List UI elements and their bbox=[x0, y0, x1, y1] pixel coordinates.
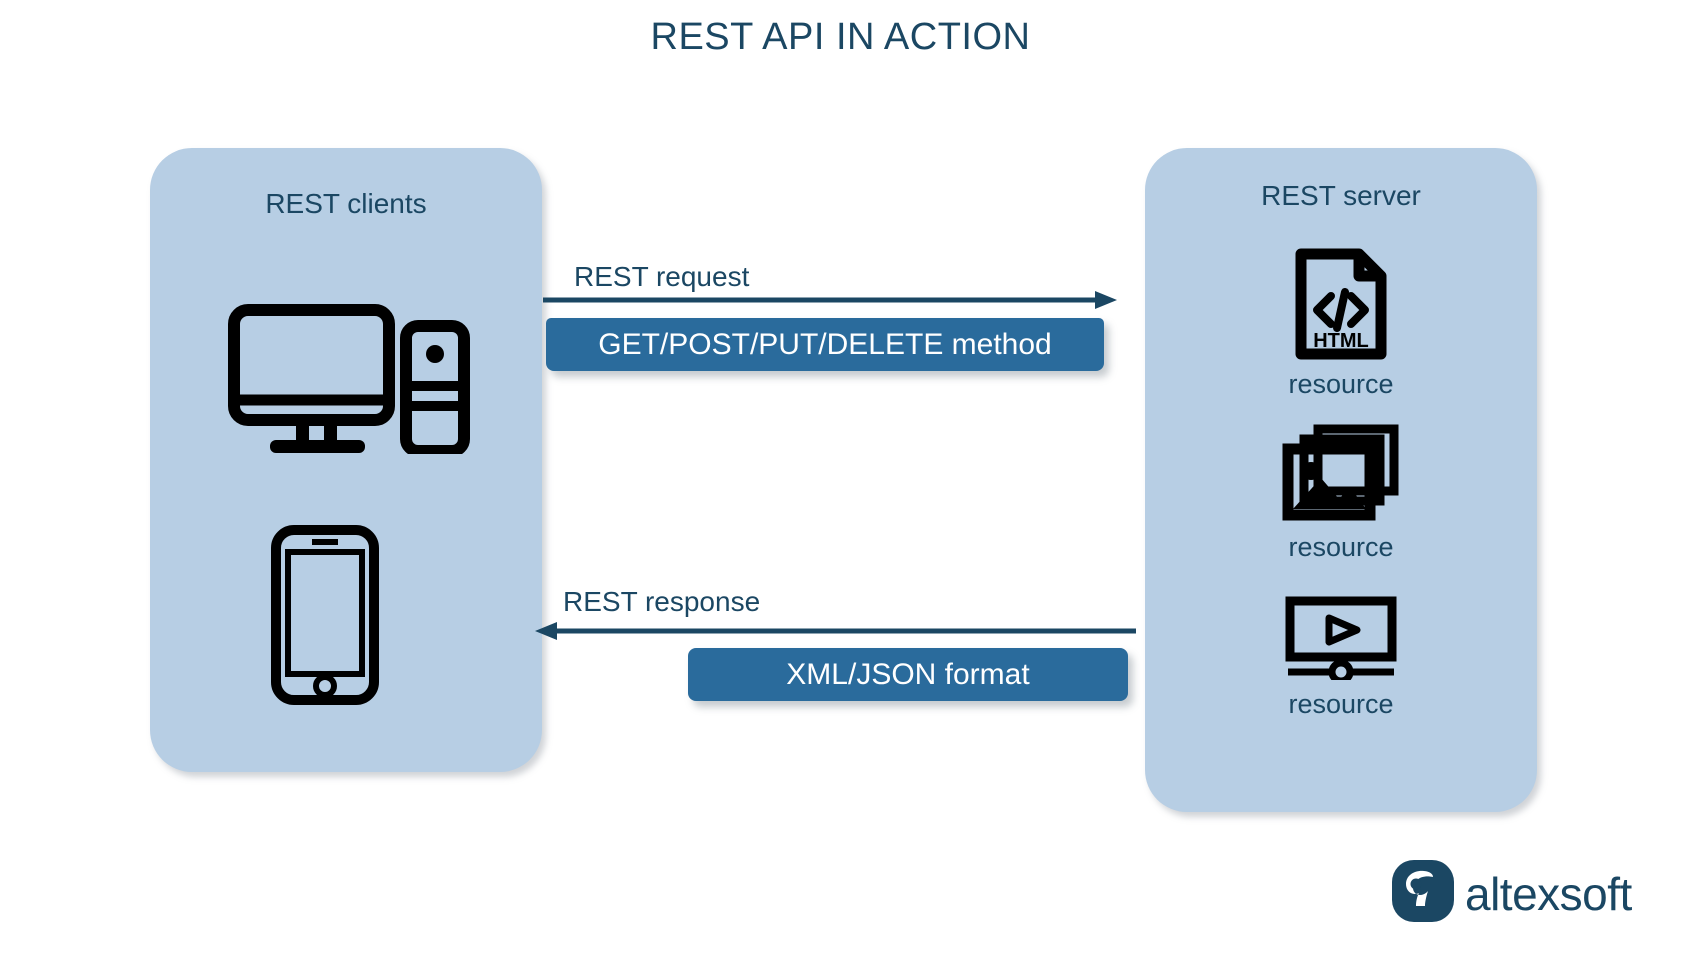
altexsoft-a-mark-icon bbox=[1392, 860, 1454, 927]
smartphone-icon bbox=[270, 525, 380, 705]
rest-response-format-box: XML/JSON format bbox=[688, 648, 1128, 701]
resource-item-image: resource bbox=[1145, 423, 1537, 563]
rest-response-arrow-icon bbox=[535, 622, 1136, 640]
rest-clients-title: REST clients bbox=[265, 188, 427, 219]
desktop-computer-icon bbox=[228, 304, 470, 457]
altexsoft-wordmark: altexsoft bbox=[1465, 867, 1632, 920]
resource-item-video: resource bbox=[1145, 596, 1537, 720]
rest-clients-panel: REST clients bbox=[150, 148, 542, 772]
html-document-icon: HTML bbox=[1145, 248, 1537, 365]
rest-request-arrow-icon bbox=[543, 291, 1117, 309]
resource-label: resource bbox=[1288, 689, 1394, 719]
rest-server-title: REST server bbox=[1261, 180, 1421, 211]
svg-text:HTML: HTML bbox=[1313, 330, 1369, 352]
rest-response-format-text: XML/JSON format bbox=[786, 657, 1030, 691]
altexsoft-logo: altexsoft bbox=[1392, 860, 1632, 927]
video-player-icon bbox=[1145, 596, 1537, 685]
resource-label: resource bbox=[1288, 369, 1394, 399]
rest-response-label: REST response bbox=[563, 586, 761, 617]
image-stack-icon bbox=[1145, 423, 1537, 528]
rest-request-label: REST request bbox=[574, 261, 750, 292]
rest-request-method-text: GET/POST/PUT/DELETE method bbox=[598, 327, 1052, 361]
resource-label: resource bbox=[1288, 532, 1394, 562]
rest-request-method-box: GET/POST/PUT/DELETE method bbox=[546, 318, 1104, 371]
rest-server-panel: REST server HTML resource res bbox=[1145, 148, 1537, 812]
resource-item-html: HTML resource bbox=[1145, 248, 1537, 400]
page-title: REST API IN ACTION bbox=[650, 16, 1031, 58]
